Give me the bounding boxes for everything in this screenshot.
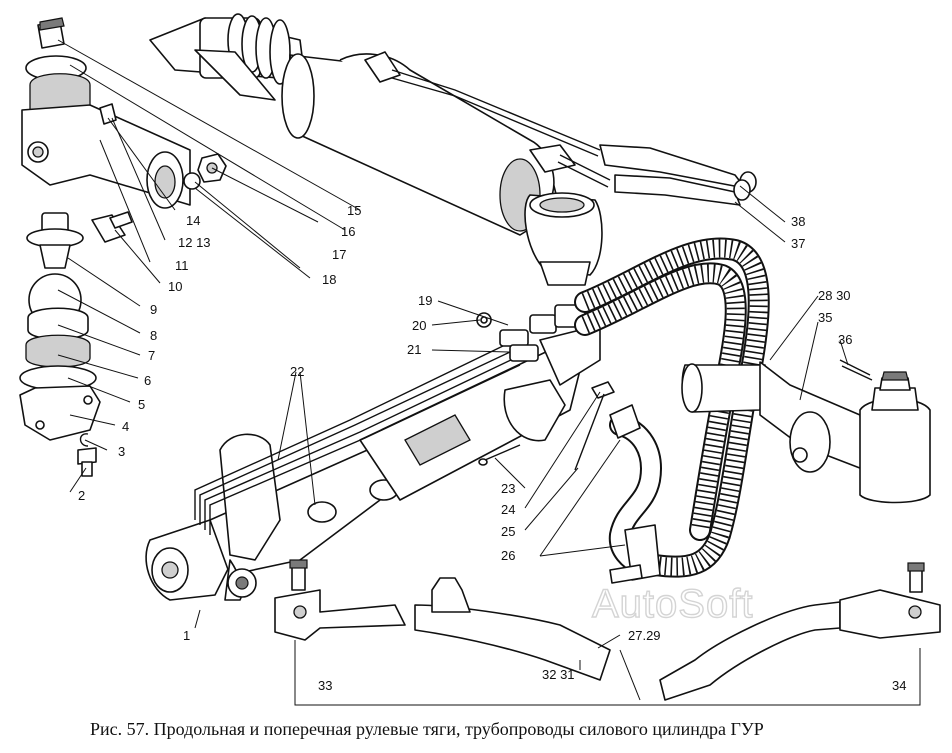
steering-gear bbox=[145, 324, 601, 601]
callout-label: 33 bbox=[318, 678, 332, 693]
figure-caption: Рис. 57. Продольная и поперечная рулевые… bbox=[90, 719, 764, 739]
tie-rod-left-end bbox=[274, 559, 406, 641]
callout-label: 6 bbox=[144, 373, 151, 388]
callout-label: 14 bbox=[186, 213, 200, 228]
callout-label: 22 bbox=[290, 364, 304, 379]
callout-label: 27.29 bbox=[628, 628, 661, 643]
cylinder-boot bbox=[227, 13, 291, 85]
callout-label: 20 bbox=[412, 318, 426, 333]
callout-label: 23 bbox=[501, 481, 515, 496]
small-fasteners bbox=[478, 381, 615, 471]
callout-label: 21 bbox=[407, 342, 421, 357]
callout-label: 18 bbox=[322, 272, 336, 287]
callout-label: 24 bbox=[501, 502, 515, 517]
callout-label: 25 bbox=[501, 524, 515, 539]
callout-label: 26 bbox=[501, 548, 515, 563]
callout-label: 34 bbox=[892, 678, 906, 693]
callout-label: 10 bbox=[168, 279, 182, 294]
callout-label: 4 bbox=[122, 419, 129, 434]
power-cylinder bbox=[149, 13, 603, 286]
watermark: AutoSoft bbox=[592, 582, 753, 626]
tie-rod-tube bbox=[414, 577, 841, 701]
corrugated-hose-b bbox=[574, 262, 747, 541]
callout-label: 9 bbox=[150, 302, 157, 317]
pipe-fittings bbox=[476, 304, 586, 362]
callout-label: 7 bbox=[148, 348, 155, 363]
bent-pipe bbox=[608, 404, 662, 584]
callout-label: 28 30 bbox=[818, 288, 851, 303]
callout-label: 35 bbox=[818, 310, 832, 325]
callout-label: 17 bbox=[332, 247, 346, 262]
callout-label: 36 bbox=[838, 332, 852, 347]
callout-label: 16 bbox=[341, 224, 355, 239]
callout-label: 37 bbox=[791, 236, 805, 251]
left-ball-joint-assembly bbox=[19, 17, 227, 477]
right-tie-rod-end bbox=[681, 359, 931, 504]
callout-label: 15 bbox=[347, 203, 361, 218]
callout-labels: 1 2 3 4 5 6 7 8 9 10 11 12 13 14 15 16 1… bbox=[78, 203, 906, 693]
callout-label: 19 bbox=[418, 293, 432, 308]
tie-rod-right-end bbox=[839, 562, 941, 639]
leader-lines bbox=[57, 39, 921, 706]
callout-label: 8 bbox=[150, 328, 157, 343]
callout-label: 11 bbox=[175, 258, 189, 273]
callout-label: 3 bbox=[118, 444, 125, 459]
callout-label: 38 bbox=[791, 214, 805, 229]
callout-label: 2 bbox=[78, 488, 85, 503]
callout-label: 1 bbox=[183, 628, 190, 643]
callout-label: 32 31 bbox=[542, 667, 575, 682]
callout-label: 5 bbox=[138, 397, 145, 412]
callout-label: 12 13 bbox=[178, 235, 211, 250]
cylinder-pipes bbox=[391, 69, 757, 206]
